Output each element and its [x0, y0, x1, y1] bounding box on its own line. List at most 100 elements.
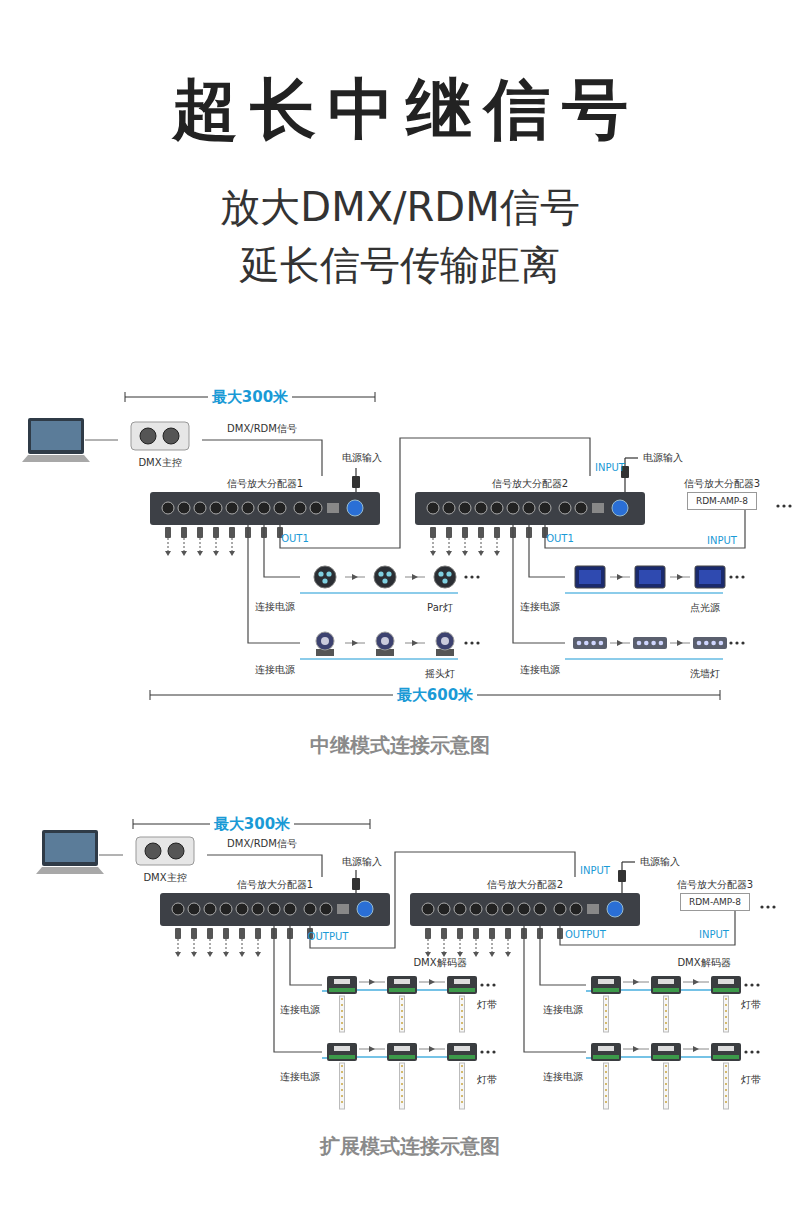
fixture-illustration: [565, 562, 750, 617]
led-lens: [442, 578, 447, 583]
node-text: 灯带: [477, 998, 497, 1012]
laptop-base: [36, 867, 104, 874]
dmx-output-stub: [449, 538, 450, 553]
node-text: 信号放大分配器2: [410, 877, 640, 893]
output-arrow: [441, 952, 447, 957]
panel-body: [160, 893, 390, 926]
model-box: RDM-AMP-8: [687, 492, 757, 510]
xlr-plug: [462, 527, 468, 538]
led-lens: [438, 571, 443, 576]
decoder-label-plate: [454, 979, 470, 984]
port-label: INPUT: [580, 865, 610, 876]
decoder-label-plate: [718, 1046, 734, 1051]
wall-washer-icon: [693, 637, 727, 649]
output-arrow: [191, 952, 197, 957]
xlr-socket: [168, 843, 184, 859]
power-line: [300, 592, 458, 593]
continuation-dot: [470, 641, 473, 644]
continuation-dot: [735, 641, 738, 644]
xlr-socket: [575, 502, 587, 514]
output-arrow: [430, 551, 436, 556]
signal-amplifier: 信号放大分配器1: [150, 476, 380, 525]
xlr-plug: [191, 928, 197, 939]
xlr-socket: [507, 502, 519, 514]
decoder-label-plate: [334, 979, 350, 984]
xlr-plug: [213, 527, 219, 538]
strip-led: [341, 1077, 343, 1079]
strip-led: [401, 1016, 403, 1018]
continuation-dot: [766, 905, 769, 908]
signal-amplifier: 信号放大分配器2: [410, 877, 640, 926]
strip-led: [401, 1095, 403, 1097]
dmx-decoder: [711, 976, 741, 994]
decoder-illustration: [586, 955, 766, 1033]
strip-led: [605, 1089, 607, 1091]
dmx-output-stub: [210, 939, 211, 954]
led-strip: [724, 1063, 729, 1109]
led-strip: [340, 1063, 345, 1109]
dmx-output-stub: [465, 538, 466, 553]
fixture-chain: Par灯: [300, 562, 485, 617]
strip-led: [401, 1077, 403, 1079]
dmx-controller: DMX主控: [123, 833, 207, 885]
strip-led: [605, 1065, 607, 1067]
led-lens: [637, 641, 642, 646]
dmx-controller: DMX主控: [118, 418, 202, 470]
xlr-plug: [239, 928, 245, 939]
strip-led: [605, 1016, 607, 1018]
strip-led: [401, 1065, 403, 1067]
terminal-block: [593, 1055, 619, 1059]
decoder-chain: DMX解码器灯带: [586, 955, 766, 1033]
terminal-block: [713, 988, 739, 992]
continuation-dot: [486, 1050, 489, 1053]
chain-arrow: [352, 640, 358, 646]
strip-led: [341, 1065, 343, 1067]
strip-led: [725, 1077, 727, 1079]
node-text: 洗墙灯: [690, 667, 720, 681]
panel-marking: [337, 904, 349, 914]
distance-label: 最大300米: [210, 815, 294, 834]
terminal-block: [389, 988, 415, 992]
xlr-plug: [197, 527, 203, 538]
chain-arrow: [369, 979, 375, 985]
strip-led: [341, 1004, 343, 1006]
strip-led: [341, 1101, 343, 1103]
terminal-block: [449, 988, 475, 992]
spot-light-icon: [695, 566, 725, 588]
fixture-chain: 点光源: [565, 562, 750, 617]
signal-cable: [202, 440, 322, 476]
strip-led: [605, 1083, 607, 1085]
continuation-dot: [486, 983, 489, 986]
port-label: INPUT: [707, 535, 737, 546]
laptop-screen: [28, 418, 84, 454]
dmx-output-stub: [178, 939, 179, 954]
continuation-dot: [470, 575, 473, 578]
node-text: 信号放大分配器3: [677, 877, 753, 893]
power-line: [586, 1057, 591, 1058]
xlr-socket: [486, 903, 498, 915]
dmx-output-stub: [258, 939, 259, 954]
led-strip: [400, 1063, 405, 1109]
led-strip: [664, 996, 669, 1032]
panel-body: [410, 893, 640, 926]
strip-led: [341, 1010, 343, 1012]
node-text: 灯带: [741, 998, 761, 1012]
signal-amplifier: 信号放大分配器3RDM-AMP-8: [684, 476, 760, 510]
diagram-caption: 中继模式连接示意图: [310, 732, 490, 759]
continuation-dot: [750, 983, 753, 986]
continuation-dot: [782, 504, 785, 507]
xlr-socket: [304, 903, 316, 915]
strip-led: [725, 1022, 727, 1024]
terminal-block: [713, 1055, 739, 1059]
continuation-dot: [476, 641, 479, 644]
xlr-socket: [518, 903, 530, 915]
power-line: [621, 1056, 651, 1057]
subtitle: 延长信号传输距离: [240, 238, 560, 293]
note-label: 连接电源: [280, 1070, 320, 1084]
continuation-dot: [480, 1050, 483, 1053]
led-lens: [322, 578, 327, 583]
dmx-output-stub: [497, 538, 498, 553]
strip-led: [461, 998, 463, 1000]
strip-led: [665, 1016, 667, 1018]
dmx-output-stub: [460, 939, 461, 954]
